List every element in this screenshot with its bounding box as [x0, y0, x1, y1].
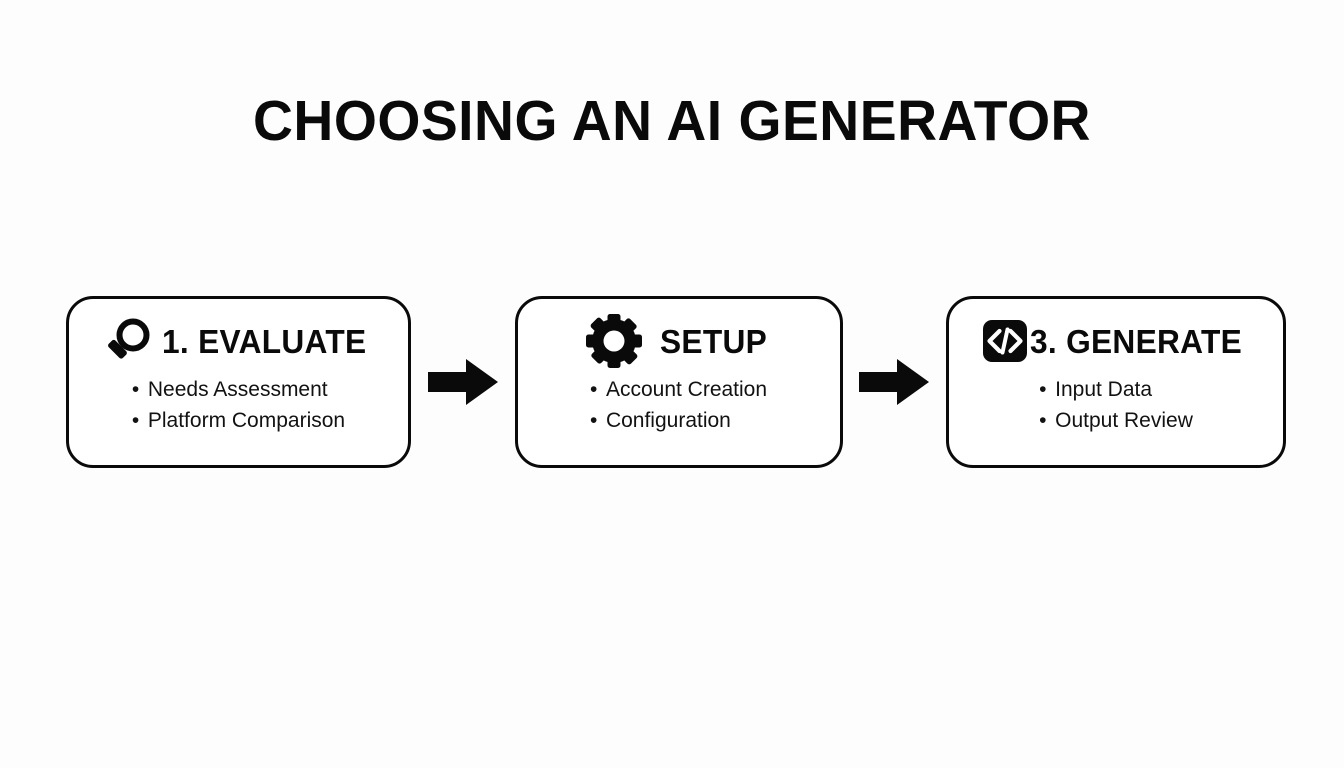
magnifying-glass-icon — [102, 316, 156, 366]
list-item: • Output Review — [1039, 405, 1193, 436]
step-card-evaluate[interactable]: 1. EVALUATE • Needs Assessment • Platfor… — [66, 296, 411, 468]
flow-arrow-1 — [427, 359, 499, 405]
gear-icon — [585, 314, 642, 368]
flow-arrow-2 — [858, 359, 930, 405]
step-card-setup[interactable]: SETUP • Account Creation • Configuration — [514, 296, 843, 468]
list-item-label: Configuration — [605, 409, 731, 432]
step-bullet-list: • Input Data • Output Review — [1039, 374, 1193, 436]
list-item: • Needs Assessment — [132, 374, 328, 405]
bullet-marker: • — [131, 409, 140, 432]
step-title: 1. EVALUATE — [162, 322, 367, 360]
process-flow: 1. EVALUATE • Needs Assessment • Platfor… — [66, 296, 1286, 468]
list-item-label: Platform Comparison — [147, 409, 346, 432]
bullet-marker: • — [1039, 409, 1047, 432]
list-item-label: Input Data — [1055, 378, 1153, 401]
step-card-generate[interactable]: 3. GENERATE • Input Data • Output Review — [946, 296, 1286, 468]
step-title: SETUP — [659, 322, 767, 360]
code-brackets-icon — [982, 319, 1028, 363]
page-title: CHOOSING AN AI GENERATOR — [253, 89, 1091, 153]
list-item: • Input Data — [1039, 374, 1152, 405]
bullet-marker: • — [589, 409, 598, 432]
list-item-label: Account Creation — [605, 378, 768, 401]
arrow-right-icon — [427, 359, 498, 405]
bullet-marker: • — [131, 378, 140, 401]
list-item-label: Output Review — [1055, 409, 1193, 432]
step-bullet-list: • Account Creation • Configuration — [590, 374, 767, 436]
step-title: 3. GENERATE — [1029, 322, 1242, 360]
list-item-label: Needs Assessment — [147, 378, 328, 401]
bullet-marker: • — [589, 378, 598, 401]
step-bullet-list: • Needs Assessment • Platform Comparison — [132, 374, 345, 436]
list-item: • Platform Comparison — [132, 405, 345, 436]
list-item: • Configuration — [590, 405, 731, 436]
arrow-right-icon — [859, 359, 930, 405]
step-header: 1. EVALUATE — [102, 315, 375, 367]
list-item: • Account Creation — [590, 374, 767, 405]
step-header: SETUP — [585, 314, 772, 368]
bullet-marker: • — [1039, 378, 1047, 401]
step-header: 3. GENERATE — [982, 315, 1251, 367]
